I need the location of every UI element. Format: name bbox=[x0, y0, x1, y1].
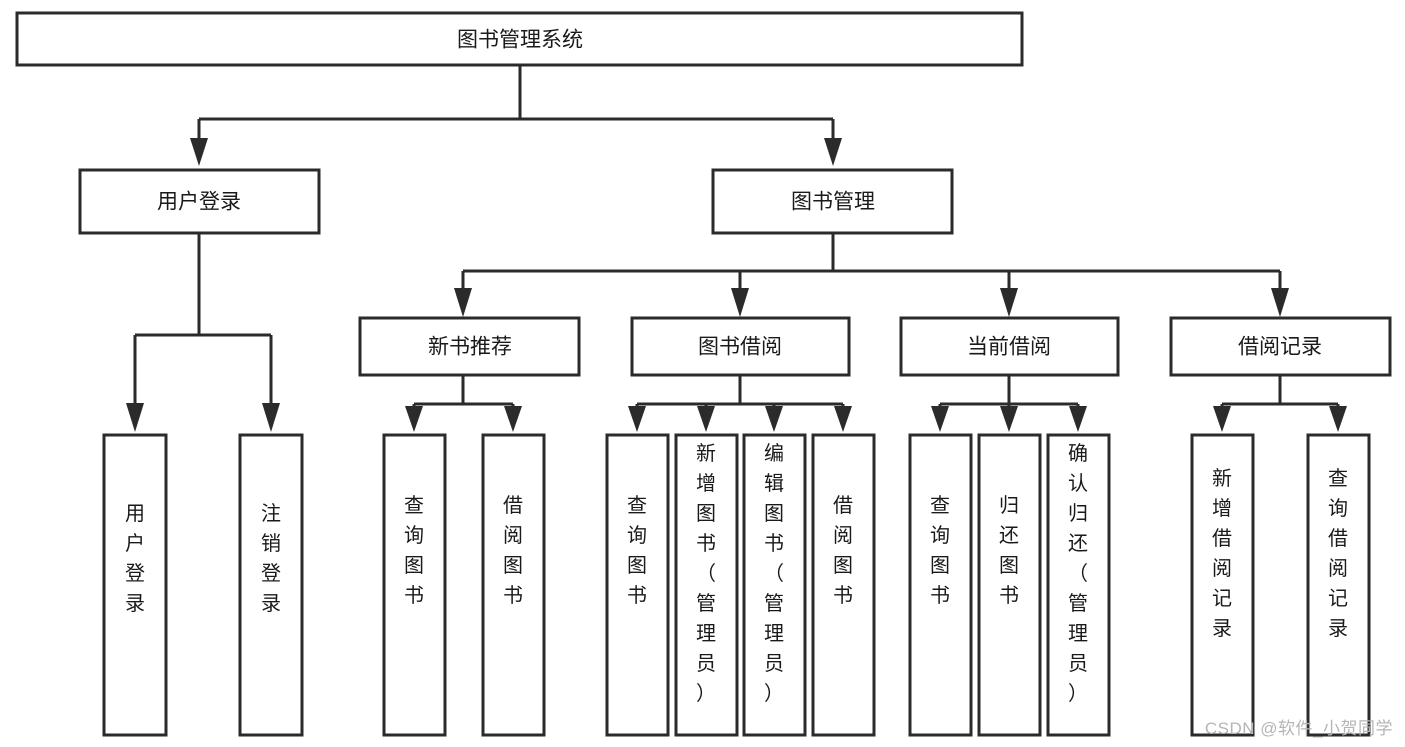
node-leaf-current-query-book-label: 查询图书 bbox=[930, 494, 950, 607]
node-leaf-borrow-add-book[interactable]: 新增图书（管理员） bbox=[674, 433, 739, 737]
arrowhead-borrow-leaf-3 bbox=[765, 406, 783, 432]
node-current-borrow-box[interactable] bbox=[899, 316, 1120, 377]
node-leaf-current-return-book[interactable]: 归还图书 bbox=[977, 433, 1042, 737]
arrowhead-borrow-record bbox=[1271, 288, 1289, 317]
arrowhead-book-borrow bbox=[731, 288, 749, 317]
node-new-book-recommend-label: 新书推荐 bbox=[428, 336, 512, 359]
node-leaf-current-query-book-box[interactable] bbox=[908, 433, 973, 737]
node-book-borrow-label: 图书借阅 bbox=[698, 336, 782, 359]
node-leaf-record-query-box[interactable] bbox=[1306, 433, 1371, 737]
node-user-login-box[interactable] bbox=[78, 168, 321, 235]
node-book-manage[interactable]: 图书管理 bbox=[711, 168, 954, 235]
node-leaf-borrow-query-book[interactable]: 查询图书 bbox=[605, 433, 670, 737]
node-leaf-borrow-query-book-box[interactable] bbox=[605, 433, 670, 737]
node-leaf-recommend-borrow-book-label: 借阅图书 bbox=[503, 494, 523, 607]
node-leaf-recommend-borrow-book[interactable]: 借阅图书 bbox=[481, 433, 546, 737]
arrowhead-leaf-user-login bbox=[126, 403, 144, 432]
arrowhead-current-leaf-3 bbox=[1069, 406, 1087, 432]
node-user-login-label: 用户登录 bbox=[157, 191, 241, 214]
arrowhead-new-book-recommend bbox=[454, 288, 472, 317]
arrowhead-record-leaf-1 bbox=[1213, 406, 1231, 432]
node-leaf-recommend-query-book-box[interactable] bbox=[382, 433, 447, 737]
arrowhead-borrow-leaf-2 bbox=[697, 406, 715, 432]
node-leaf-record-add-label: 新增借阅记录 bbox=[1212, 467, 1232, 640]
node-leaf-current-query-book[interactable]: 查询图书 bbox=[908, 433, 973, 737]
node-leaf-borrow-add-book-label: 新增图书（管理员） bbox=[696, 442, 716, 705]
node-leaf-recommend-borrow-book-box[interactable] bbox=[481, 433, 546, 737]
arrowhead-borrow-leaf-1 bbox=[628, 406, 646, 432]
node-leaf-borrow-edit-book-label: 编辑图书（管理员） bbox=[764, 442, 784, 705]
node-book-manage-label: 图书管理 bbox=[791, 191, 875, 214]
node-leaf-user-login-label: 用户登录 bbox=[125, 503, 145, 615]
arrowhead-recommend-leaf-1 bbox=[405, 406, 423, 432]
node-root-system[interactable]: 图书管理系统 bbox=[15, 11, 1024, 67]
node-leaf-borrow-borrow-book-label: 借阅图书 bbox=[833, 494, 853, 607]
arrowhead-borrow-leaf-4 bbox=[834, 406, 852, 432]
node-leaf-record-query[interactable]: 查询借阅记录 bbox=[1306, 433, 1371, 737]
arrowhead-book-manage bbox=[824, 138, 842, 166]
node-leaf-logout-box[interactable] bbox=[238, 433, 304, 737]
node-current-borrow-label: 当前借阅 bbox=[967, 336, 1051, 359]
node-borrow-record[interactable]: 借阅记录 bbox=[1169, 316, 1392, 377]
arrowhead-user-login bbox=[190, 138, 208, 166]
arrowhead-record-leaf-2 bbox=[1329, 406, 1347, 432]
node-new-book-recommend-box[interactable] bbox=[358, 316, 581, 377]
node-leaf-current-return-book-box[interactable] bbox=[977, 433, 1042, 737]
node-book-borrow-box[interactable] bbox=[630, 316, 851, 377]
node-leaf-borrow-edit-book[interactable]: 编辑图书（管理员） bbox=[742, 433, 807, 737]
connector-layer bbox=[126, 65, 1347, 432]
node-leaf-borrow-query-book-label: 查询图书 bbox=[627, 494, 647, 607]
node-leaf-borrow-borrow-book[interactable]: 借阅图书 bbox=[811, 433, 876, 737]
node-leaf-logout-label: 注销登录 bbox=[261, 502, 281, 615]
node-root-system-box[interactable] bbox=[15, 11, 1024, 67]
node-leaf-recommend-query-book[interactable]: 查询图书 bbox=[382, 433, 447, 737]
node-root-system-label: 图书管理系统 bbox=[457, 29, 583, 52]
node-leaf-recommend-query-book-label: 查询图书 bbox=[404, 494, 424, 607]
node-leaf-record-query-label: 查询借阅记录 bbox=[1328, 467, 1348, 640]
node-leaf-logout[interactable]: 注销登录 bbox=[238, 433, 304, 737]
node-leaf-current-confirm-return-label: 确认归还（管理员） bbox=[1068, 442, 1088, 705]
node-leaf-current-confirm-return-box[interactable] bbox=[1046, 433, 1111, 737]
arrowhead-current-borrow bbox=[1000, 288, 1018, 317]
node-current-borrow[interactable]: 当前借阅 bbox=[899, 316, 1120, 377]
node-leaf-current-return-book-label: 归还图书 bbox=[999, 494, 1019, 607]
node-book-borrow[interactable]: 图书借阅 bbox=[630, 316, 851, 377]
node-borrow-record-label: 借阅记录 bbox=[1238, 336, 1322, 359]
node-user-login[interactable]: 用户登录 bbox=[78, 168, 321, 235]
node-leaf-borrow-add-book-box[interactable] bbox=[674, 433, 739, 737]
node-leaf-user-login-box[interactable] bbox=[102, 433, 168, 737]
node-leaf-record-add-box[interactable] bbox=[1190, 433, 1255, 737]
node-borrow-record-box[interactable] bbox=[1169, 316, 1392, 377]
node-leaf-borrow-edit-book-box[interactable] bbox=[742, 433, 807, 737]
arrowhead-leaf-logout bbox=[262, 403, 280, 432]
node-leaf-user-login[interactable]: 用户登录 bbox=[102, 433, 168, 737]
node-leaf-current-confirm-return[interactable]: 确认归还（管理员） bbox=[1046, 433, 1111, 737]
node-new-book-recommend[interactable]: 新书推荐 bbox=[358, 316, 581, 377]
arrowhead-current-leaf-1 bbox=[931, 406, 949, 432]
arrowhead-recommend-leaf-2 bbox=[504, 406, 522, 432]
node-leaf-record-add[interactable]: 新增借阅记录 bbox=[1190, 433, 1255, 737]
arrowhead-current-leaf-2 bbox=[1000, 406, 1018, 432]
node-book-manage-box[interactable] bbox=[711, 168, 954, 235]
node-leaf-borrow-borrow-book-box[interactable] bbox=[811, 433, 876, 737]
